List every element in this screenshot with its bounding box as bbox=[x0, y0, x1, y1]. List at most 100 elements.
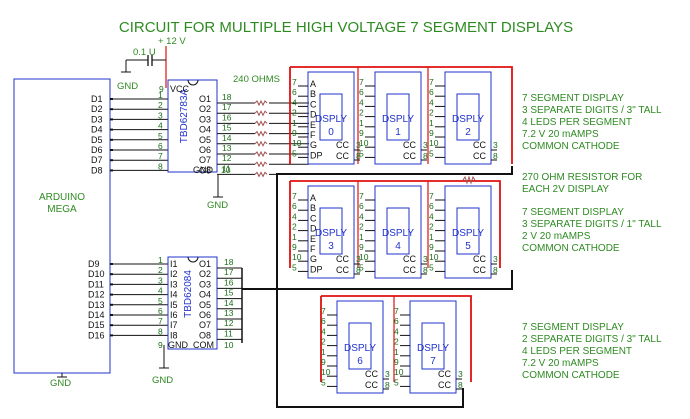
arduino-pin-label: D4 bbox=[91, 125, 103, 135]
cc-label: CC bbox=[438, 369, 451, 379]
arduino-pin-label: D15 bbox=[88, 320, 105, 330]
cc-pin: 8 bbox=[458, 380, 463, 390]
display-label: DSPLY bbox=[417, 343, 449, 354]
segment-pin: 10 bbox=[394, 367, 404, 377]
segment-pin: 9 bbox=[429, 128, 434, 138]
segment-pin: 4 bbox=[292, 97, 297, 107]
segment-pin: 9 bbox=[292, 128, 297, 138]
ic1-input-pin: 5 bbox=[158, 131, 163, 141]
resistor-symbol bbox=[254, 140, 268, 147]
ic2-output-label: O4 bbox=[199, 290, 211, 300]
display-number: 7 bbox=[430, 356, 436, 367]
ic1-output-label: O2 bbox=[199, 104, 211, 114]
ic2-input-label: I7 bbox=[170, 320, 178, 330]
ic2-input-pin: 4 bbox=[158, 286, 163, 296]
display-outline bbox=[444, 185, 492, 279]
segment-pin: 6 bbox=[429, 87, 434, 97]
ic1-output-pin: 14 bbox=[222, 133, 232, 143]
display-window bbox=[319, 207, 343, 255]
ic1-output-pin: 11 bbox=[222, 163, 231, 173]
ic2-input-label: I1 bbox=[170, 259, 178, 269]
ic2-input-label: I3 bbox=[170, 279, 178, 289]
ic1-output-label: O3 bbox=[199, 114, 211, 124]
display-number: 2 bbox=[465, 127, 471, 138]
segment-label: D bbox=[310, 224, 317, 234]
display-window bbox=[386, 207, 410, 255]
ic2-input-label: I6 bbox=[170, 310, 178, 320]
display-label: DSPLY bbox=[452, 114, 484, 125]
segment-pin: 2 bbox=[359, 108, 364, 118]
display-label: DSPLY bbox=[452, 228, 484, 239]
ic2-input-pin: 3 bbox=[158, 275, 163, 285]
ic1-output-label: O4 bbox=[199, 125, 211, 135]
arduino-pin-label: D5 bbox=[91, 135, 103, 145]
note-group3-line3: 4 LEDS PER SEGMENT bbox=[522, 346, 632, 357]
segment-pin: 4 bbox=[359, 97, 364, 107]
cc-label: CC bbox=[403, 254, 416, 264]
note-group1-line5: COMMON CATHODE bbox=[522, 141, 620, 152]
note-group1-line3: 4 LEDS PER SEGMENT bbox=[522, 117, 632, 128]
segment-pin: 9 bbox=[394, 357, 399, 367]
arduino-pin-label: D14 bbox=[88, 310, 105, 320]
segment-label: A bbox=[310, 193, 316, 203]
cc-pin: 3 bbox=[356, 254, 361, 264]
ic1-name: TBD62783A bbox=[179, 88, 190, 143]
arduino-pin-label: D13 bbox=[88, 300, 105, 310]
cc-pin: 8 bbox=[493, 265, 498, 275]
cc-pin: 8 bbox=[423, 265, 428, 275]
segment-pin: 5 bbox=[429, 148, 434, 158]
display-outline bbox=[374, 185, 422, 279]
display-window bbox=[319, 93, 343, 141]
segment-pin: 7 bbox=[292, 191, 297, 201]
note-group1-line4: 7.2 V 20 mAMPS bbox=[522, 129, 599, 140]
resistor-symbol bbox=[254, 161, 268, 168]
cc-pin: 8 bbox=[356, 151, 361, 161]
ic1-output-label: O8 bbox=[199, 165, 211, 175]
ic2-input-label: I2 bbox=[170, 269, 178, 279]
segment-pin: 7 bbox=[429, 77, 434, 87]
display-number: 1 bbox=[395, 127, 401, 138]
arduino-pin-label: D11 bbox=[88, 279, 104, 289]
cc-label: CC bbox=[336, 140, 349, 150]
arduino-pin-label: D3 bbox=[91, 114, 103, 124]
segment-pin: 6 bbox=[429, 201, 434, 211]
cc-label: CC bbox=[403, 140, 416, 150]
ic1-input-pin: 3 bbox=[158, 110, 163, 120]
arduino-pin-label: D2 bbox=[91, 104, 103, 114]
segment-pin: 2 bbox=[321, 337, 326, 347]
ic1-output-pin: 18 bbox=[222, 92, 232, 102]
display-number: 6 bbox=[357, 356, 363, 367]
cc-pin: 3 bbox=[493, 140, 498, 150]
segment-pin: 2 bbox=[429, 108, 434, 118]
ic1-output-label: O6 bbox=[199, 145, 211, 155]
ic1-vcc-pin: 9 bbox=[159, 84, 164, 94]
ic1-output-pin: 16 bbox=[222, 112, 232, 122]
segment-pin: 6 bbox=[359, 87, 364, 97]
segment-label: G bbox=[310, 254, 317, 264]
ic1-output-pin: 15 bbox=[222, 123, 232, 133]
ic2-output-pin: 15 bbox=[224, 288, 234, 298]
segment-pin: 10 bbox=[292, 252, 302, 262]
cc-label: CC bbox=[365, 369, 378, 379]
segment-pin: 6 bbox=[359, 201, 364, 211]
note-resistor-line1: 270 OHM RESISTOR FOR bbox=[522, 172, 642, 183]
ic1-output-pin: 17 bbox=[222, 102, 232, 112]
cc-pin: 3 bbox=[423, 254, 428, 264]
ic2-output-label: O7 bbox=[199, 320, 211, 330]
spec-notes: 7 SEGMENT DISPLAY 3 SEPARATE DIGITS / 3"… bbox=[522, 93, 662, 381]
display-window bbox=[456, 93, 480, 141]
ic1-output-label: O7 bbox=[199, 155, 211, 165]
segment-pin: 4 bbox=[321, 326, 326, 336]
power-supply: + 12 V 0.1 U GND bbox=[117, 36, 186, 92]
resistor-value-label: 240 OHMS bbox=[233, 74, 280, 85]
ic2-com-label: COM bbox=[193, 340, 214, 350]
segment-pin: 5 bbox=[292, 262, 297, 272]
arduino-mega: ARDUINO MEGA GND bbox=[13, 78, 111, 389]
note-group2-line4: COMMON CATHODE bbox=[522, 243, 620, 254]
